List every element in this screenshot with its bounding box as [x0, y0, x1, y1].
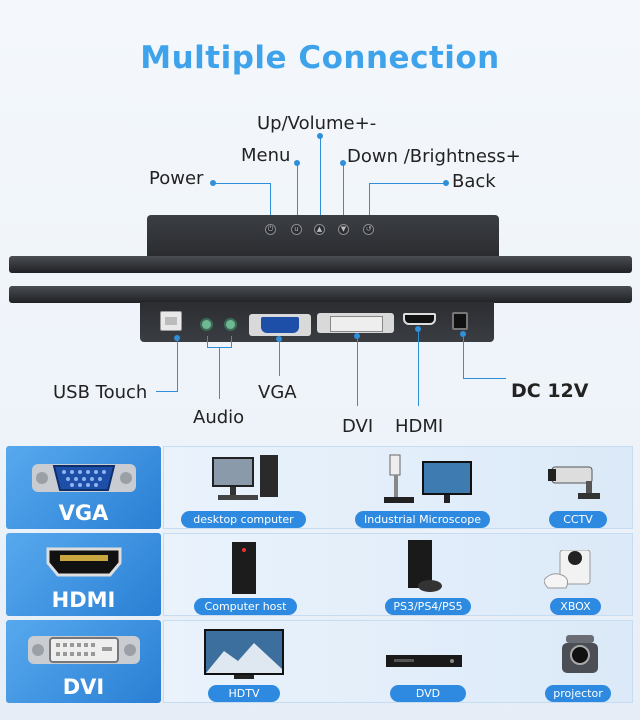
back-button-icon: ↺	[363, 224, 374, 235]
audio-port-icon	[224, 318, 237, 331]
hdmi-row: HDMI Computer host PS3/PS4/PS5 XBOX	[6, 533, 633, 616]
dvi-connector-icon	[28, 636, 140, 664]
label-audio: Audio	[193, 407, 245, 428]
device-label: projector	[545, 685, 611, 702]
label-menu: Menu	[241, 145, 291, 166]
hdtv-icon	[204, 629, 284, 679]
label-dvi: DVI	[342, 416, 374, 437]
monitor-top-bezel	[9, 256, 632, 273]
device-label: XBOX	[550, 598, 601, 615]
device-label: CCTV	[549, 511, 607, 528]
device-label: DVD	[390, 685, 466, 702]
hdmi-port-icon	[403, 313, 436, 325]
dvi-devices: HDTV DVD projector	[163, 620, 633, 703]
label-vga: VGA	[258, 382, 297, 403]
vga-devices: desktop computer Industrial Microscope C…	[163, 446, 633, 529]
label-hdmi: HDMI	[395, 416, 444, 437]
vga-row: VGA desktop computer Industrial Microsco…	[6, 446, 633, 529]
projector-icon	[562, 635, 598, 673]
dvi-row-title: DVI	[62, 675, 105, 699]
device-label: PS3/PS4/PS5	[385, 598, 471, 615]
vga-port-icon	[249, 314, 311, 336]
dvi-port-icon	[317, 313, 394, 333]
monitor-top-back	[147, 215, 499, 257]
computer-host-icon	[232, 542, 256, 594]
device-label: Computer host	[194, 598, 297, 615]
device-label: HDTV	[208, 685, 280, 702]
game-console-icon	[408, 540, 442, 592]
usb-port-icon	[160, 311, 182, 331]
power-button-icon: ⏻	[265, 224, 276, 235]
dvi-connector-panel: DVI	[6, 620, 161, 703]
label-down-brightness: Down /Brightness+	[347, 146, 521, 167]
monitor-bottom-bezel	[9, 286, 632, 303]
cctv-camera-icon	[548, 466, 600, 499]
down-button-icon: ▼	[338, 224, 349, 235]
hdmi-connector-icon	[46, 547, 122, 577]
vga-connector-panel: VGA	[6, 446, 161, 529]
device-label: desktop computer	[181, 511, 306, 528]
hdmi-devices: Computer host PS3/PS4/PS5 XBOX	[163, 533, 633, 616]
desktop-computer-icon	[212, 455, 278, 500]
dc-port-icon	[452, 312, 468, 330]
vga-row-title: VGA	[58, 501, 109, 525]
hdmi-connector-panel: HDMI	[6, 533, 161, 616]
label-usb-touch: USB Touch	[53, 382, 148, 403]
industrial-microscope-icon	[384, 454, 472, 503]
label-power: Power	[149, 168, 204, 189]
xbox-icon	[544, 550, 591, 589]
menu-button-icon: u	[291, 224, 302, 235]
device-label: Industrial Microscope	[355, 511, 490, 528]
label-up-volume: Up/Volume+-	[257, 113, 377, 134]
up-button-icon: ▲	[314, 224, 325, 235]
hdmi-row-title: HDMI	[51, 588, 116, 612]
dvi-row: DVI HDTV DVD projector	[6, 620, 633, 703]
label-back: Back	[452, 171, 496, 192]
label-dc-12v: DC 12V	[511, 380, 589, 402]
dvd-player-icon	[386, 655, 462, 667]
page-title: Multiple Connection	[140, 40, 500, 76]
vga-connector-icon	[32, 464, 136, 492]
audio-port-icon	[200, 318, 213, 331]
